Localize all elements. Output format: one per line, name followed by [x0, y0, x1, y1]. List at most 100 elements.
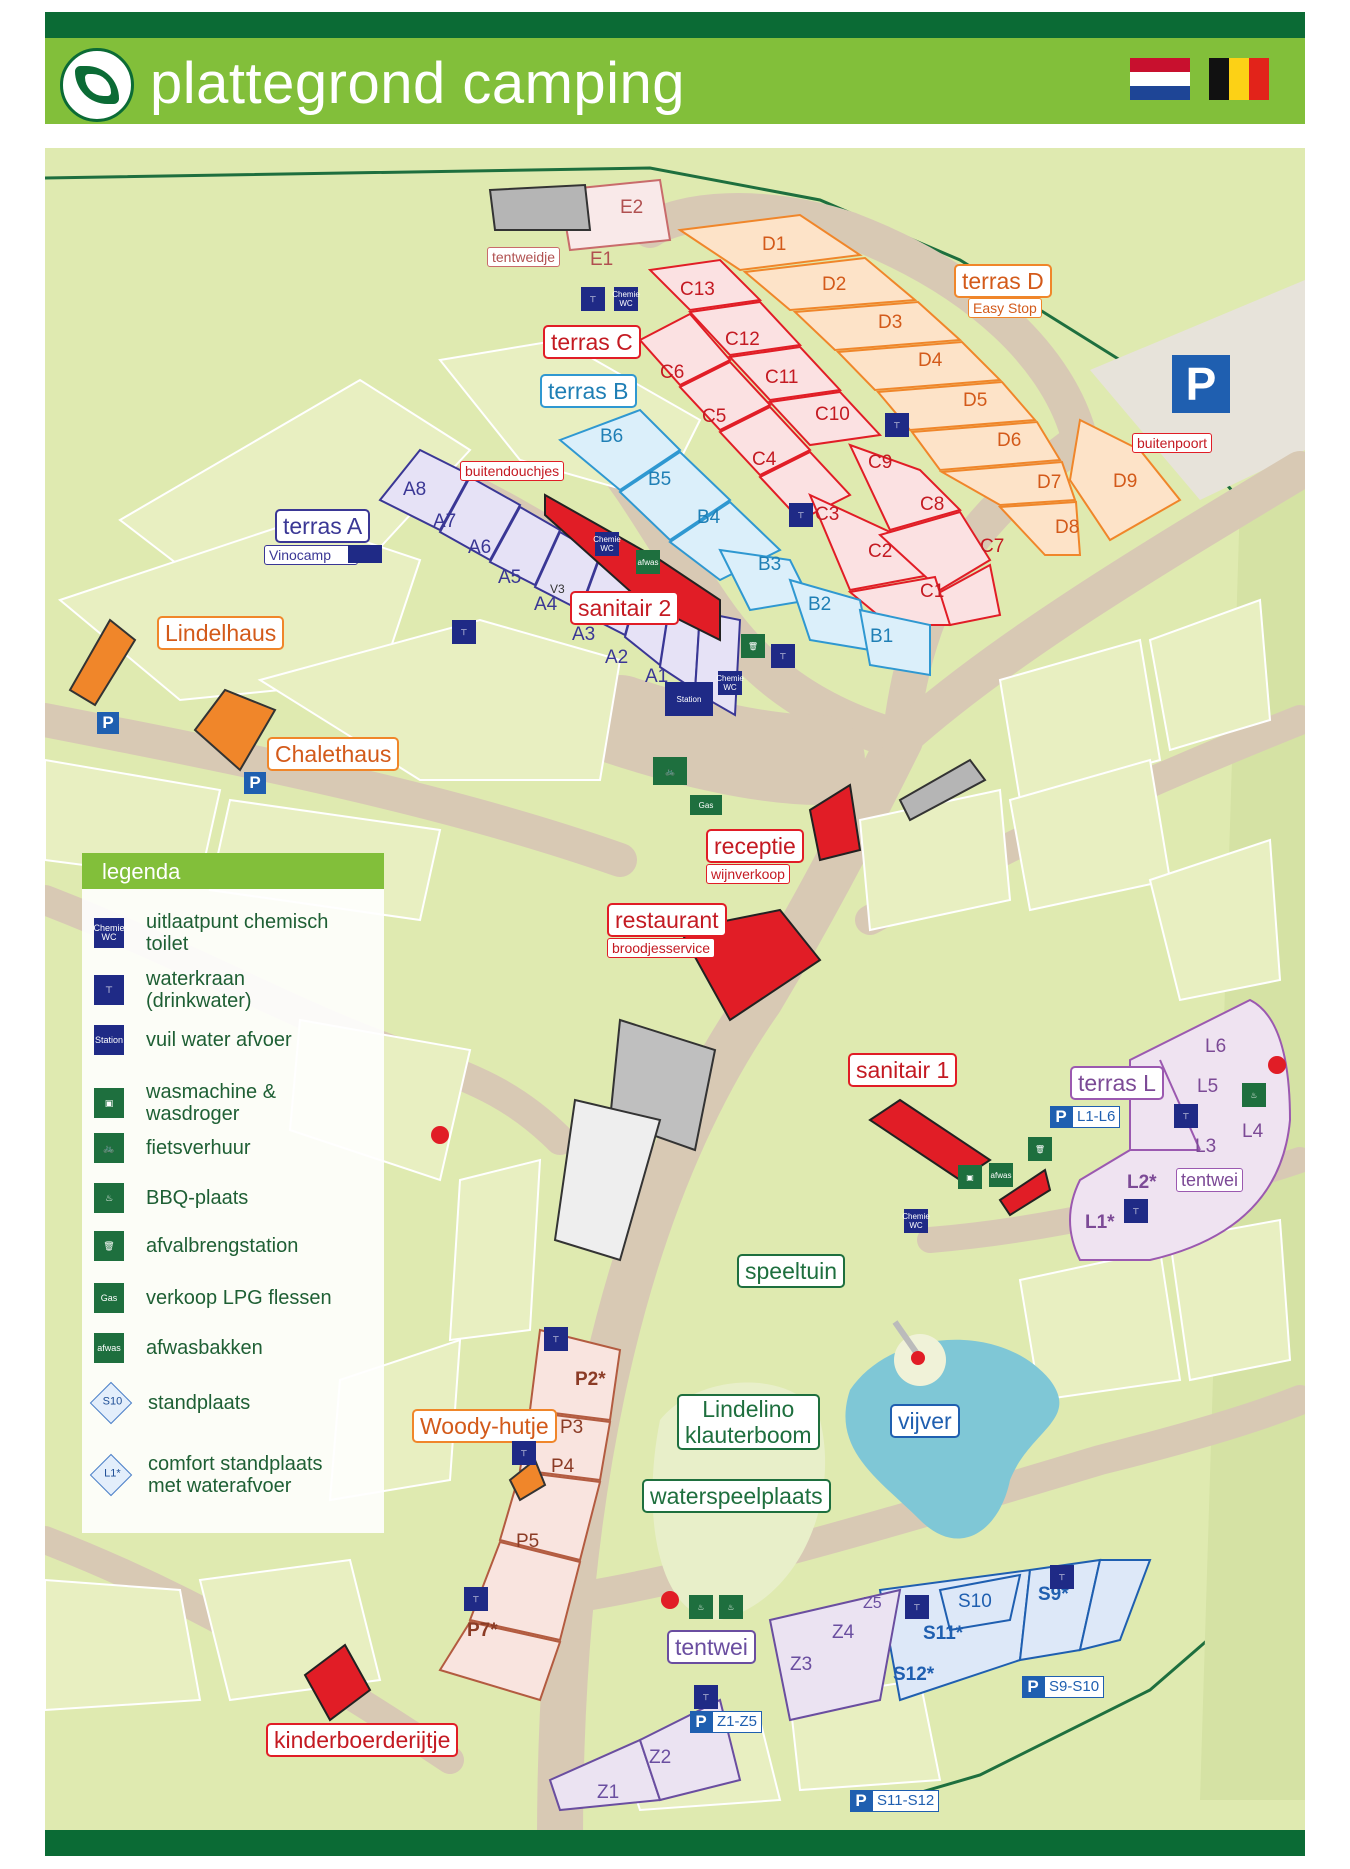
label-vijver[interactable]: vijver	[890, 1404, 960, 1438]
label-lindelhaus[interactable]: Lindelhaus	[157, 616, 285, 650]
waste-bin-icon: 🗑	[741, 634, 765, 658]
pitch-c9[interactable]: C9	[868, 452, 892, 473]
pitch-p7[interactable]: P7*	[467, 1620, 498, 1641]
pitch-c5[interactable]: C5	[702, 406, 726, 427]
label-chalethaus[interactable]: Chalethaus	[267, 737, 400, 771]
pitch-d6[interactable]: D6	[997, 430, 1021, 451]
comfort-pitch-diamond-icon: L1*	[89, 1453, 133, 1497]
pitch-p3[interactable]: P3	[560, 1417, 583, 1438]
label-terras-l[interactable]: terras L	[1070, 1066, 1164, 1100]
pitch-c2[interactable]: C2	[868, 541, 892, 562]
pitch-a1[interactable]: A1	[645, 666, 668, 687]
pitch-z4[interactable]: Z4	[832, 1622, 855, 1643]
pitch-p2[interactable]: P2*	[575, 1369, 606, 1390]
pitch-l2[interactable]: L2*	[1127, 1172, 1157, 1193]
pitch-d9[interactable]: D9	[1113, 471, 1137, 492]
pitch-c11[interactable]: C11	[765, 367, 798, 388]
pitch-z1[interactable]: Z1	[597, 1782, 619, 1803]
pitch-b2[interactable]: B2	[808, 594, 831, 615]
pitch-l1[interactable]: L1*	[1085, 1212, 1115, 1233]
pitch-l5[interactable]: L5	[1197, 1076, 1218, 1097]
pitch-d7[interactable]: D7	[1037, 472, 1061, 493]
pitch-z2[interactable]: Z2	[649, 1747, 671, 1768]
parking-chalethaus[interactable]: P	[244, 772, 266, 794]
pitch-b5[interactable]: B5	[648, 469, 671, 490]
pitch-e1[interactable]: E1	[590, 249, 613, 270]
parking-icon: P	[850, 1790, 872, 1812]
pitch-b1[interactable]: B1	[870, 626, 893, 647]
label-sanitair-2[interactable]: sanitair 2	[570, 591, 680, 625]
label-kinderboerderijtje[interactable]: kinderboerderijtje	[266, 1723, 459, 1757]
pitch-a5[interactable]: A5	[498, 567, 521, 588]
label-receptie[interactable]: receptie	[706, 829, 804, 863]
pitch-c7[interactable]: C7	[980, 536, 1004, 557]
label-tentwei[interactable]: tentwei	[667, 1630, 756, 1664]
label-terras-a[interactable]: terras A	[275, 509, 371, 543]
pitch-p4[interactable]: P4	[551, 1456, 575, 1477]
netherlands-flag-icon[interactable]	[1130, 58, 1190, 100]
pitch-c13[interactable]: C13	[680, 279, 715, 300]
label-woody-hutje[interactable]: Woody-hutje	[412, 1409, 557, 1443]
label-speeltuin[interactable]: speeltuin	[737, 1254, 846, 1288]
water-tap-icon: ⊤	[464, 1587, 488, 1611]
pitch-a6[interactable]: A6	[468, 537, 491, 558]
pitch-a8[interactable]: A8	[403, 479, 426, 500]
legend-item: ♨BBQ-plaats	[94, 1183, 248, 1213]
parking-z-text: Z1-Z5	[712, 1711, 763, 1733]
pitch-l3[interactable]: L3	[1195, 1136, 1216, 1157]
belgium-flag-icon[interactable]	[1209, 58, 1269, 100]
pitch-d4[interactable]: D4	[918, 350, 943, 371]
pitch-d8[interactable]: D8	[1055, 517, 1079, 538]
pitch-a3[interactable]: A3	[572, 624, 595, 645]
label-restaurant[interactable]: restaurant	[607, 903, 727, 937]
pitch-l4[interactable]: L4	[1242, 1121, 1264, 1142]
pitch-z5[interactable]: Z5	[863, 1595, 882, 1612]
pitch-b3[interactable]: B3	[758, 554, 781, 575]
pitch-c1[interactable]: C1	[920, 581, 944, 602]
terrace-z-pitches	[548, 1588, 902, 1812]
pitch-d2[interactable]: D2	[822, 274, 846, 295]
pitch-c12[interactable]: C12	[725, 329, 760, 350]
pitch-p5[interactable]: P5	[516, 1531, 539, 1552]
label-waterspeelplaats[interactable]: waterspeelplaats	[642, 1479, 831, 1513]
pitch-b6[interactable]: B6	[600, 426, 623, 447]
pitch-d3[interactable]: D3	[878, 312, 902, 333]
pitch-z3[interactable]: Z3	[790, 1654, 812, 1675]
label-sanitair-1[interactable]: sanitair 1	[848, 1053, 958, 1087]
red-marker-3	[661, 1591, 679, 1609]
legend-label: afwasbakken	[146, 1337, 263, 1359]
pitch-a7[interactable]: A7	[433, 511, 456, 532]
water-tap-icon: ⊤	[544, 1327, 568, 1351]
pitch-c10[interactable]: C10	[815, 404, 850, 425]
pitch-a2[interactable]: A2	[605, 647, 628, 668]
water-tap-icon: ⊤	[1050, 1565, 1074, 1589]
gas-icon: Gas	[690, 795, 722, 815]
label-lindelino-klauterboom[interactable]: Lindelino klauterboom	[677, 1394, 820, 1450]
pitch-a4[interactable]: A4	[534, 594, 558, 615]
pitch-l6[interactable]: L6	[1205, 1036, 1226, 1057]
pitch-e2[interactable]: E2	[620, 197, 643, 218]
label-terras-d[interactable]: terras D	[954, 264, 1052, 298]
pitch-s12[interactable]: S12*	[893, 1664, 935, 1685]
legend-label: waterkraan (drinkwater)	[146, 968, 252, 1012]
pitch-c6[interactable]: C6	[660, 362, 684, 383]
pitch-s11[interactable]: S11*	[923, 1623, 964, 1644]
pitch-s10[interactable]: S10	[958, 1591, 992, 1612]
pitch-c3[interactable]: C3	[815, 504, 839, 525]
label-terras-b[interactable]: terras B	[540, 374, 637, 408]
pitch-d5[interactable]: D5	[963, 390, 987, 411]
pitch-c8[interactable]: C8	[920, 494, 944, 515]
water-tap-icon: ⊤	[771, 644, 795, 668]
pitch-d1[interactable]: D1	[762, 234, 786, 255]
pitch-b4[interactable]: B4	[697, 507, 721, 528]
pitch-c4[interactable]: C4	[752, 449, 777, 470]
label-terras-c[interactable]: terras C	[543, 325, 641, 359]
pitch-s9[interactable]: S9*	[1038, 1584, 1069, 1605]
parking-lindelhaus[interactable]: P	[97, 712, 119, 734]
